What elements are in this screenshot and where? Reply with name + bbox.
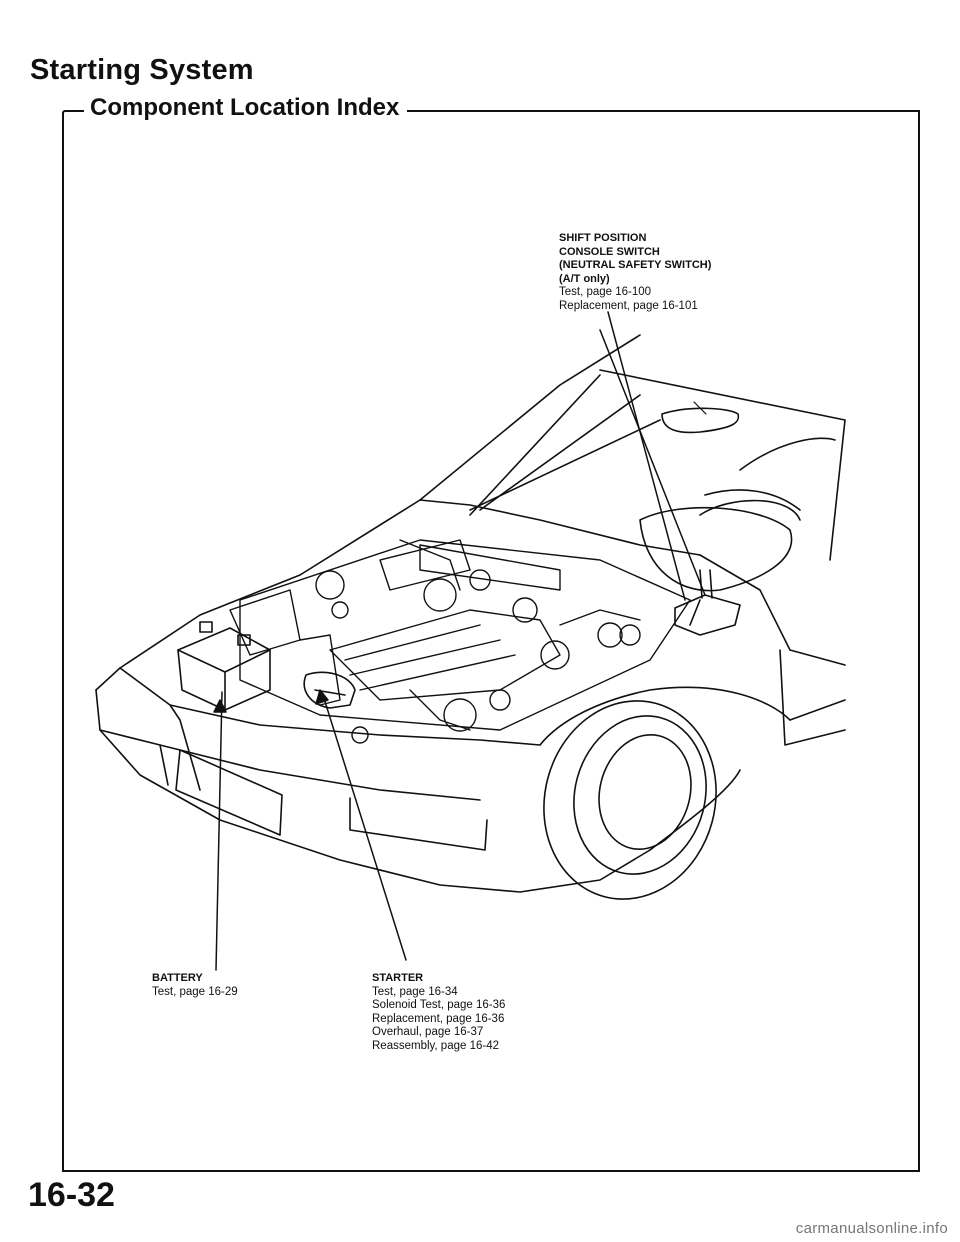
battery-name: BATTERY	[152, 972, 203, 984]
leader-lines	[213, 311, 706, 971]
battery-ref: Test, page 16-29	[152, 985, 238, 998]
battery-callout: BATTERY Test, page 16-29	[152, 972, 238, 999]
shift-switch-callout: SHIFT POSITION CONSOLE SWITCH (NEUTRAL S…	[559, 232, 711, 313]
page-number: 16-32	[28, 1176, 115, 1214]
battery-illustration	[177, 621, 271, 711]
page-title: Starting System	[30, 54, 254, 86]
front-wheel	[543, 700, 717, 900]
shift-switch-ref: Replacement, page 16-101	[559, 299, 698, 312]
starter-name: STARTER	[372, 972, 424, 984]
starter-ref: Test, page 16-34	[372, 985, 458, 998]
shift-switch-name-line: (A/T only)	[559, 272, 610, 285]
starter-ref: Reassembly, page 16-42	[372, 1039, 499, 1052]
car-body	[95, 499, 846, 893]
shift-switch-name-line: SHIFT POSITION	[559, 232, 647, 244]
section-title: Component Location Index	[84, 94, 408, 122]
footer-watermark: carmanualsonline.info	[795, 1220, 948, 1237]
shift-switch-ref: Test, page 16-100	[559, 286, 652, 298]
starter-callout: STARTER Test, page 16-34 Solenoid Test, …	[372, 972, 505, 1053]
shift-switch-name-line: (NEUTRAL SAFETY SWITCH)	[559, 259, 712, 271]
car-engine-illustration	[95, 311, 846, 971]
diagram-frame	[62, 110, 920, 1172]
starter-ref: Replacement, page 16-36	[372, 1012, 505, 1025]
open-hood	[419, 334, 846, 561]
shift-switch-illustration	[674, 569, 741, 636]
starter-ref: Solenoid Test, page 16-36	[372, 999, 506, 1011]
engine-bay	[229, 539, 691, 744]
starter-ref: Overhaul, page 16-37	[372, 1026, 484, 1038]
rear-view-mirror	[661, 407, 740, 434]
shift-switch-name-line: CONSOLE SWITCH	[559, 245, 660, 258]
